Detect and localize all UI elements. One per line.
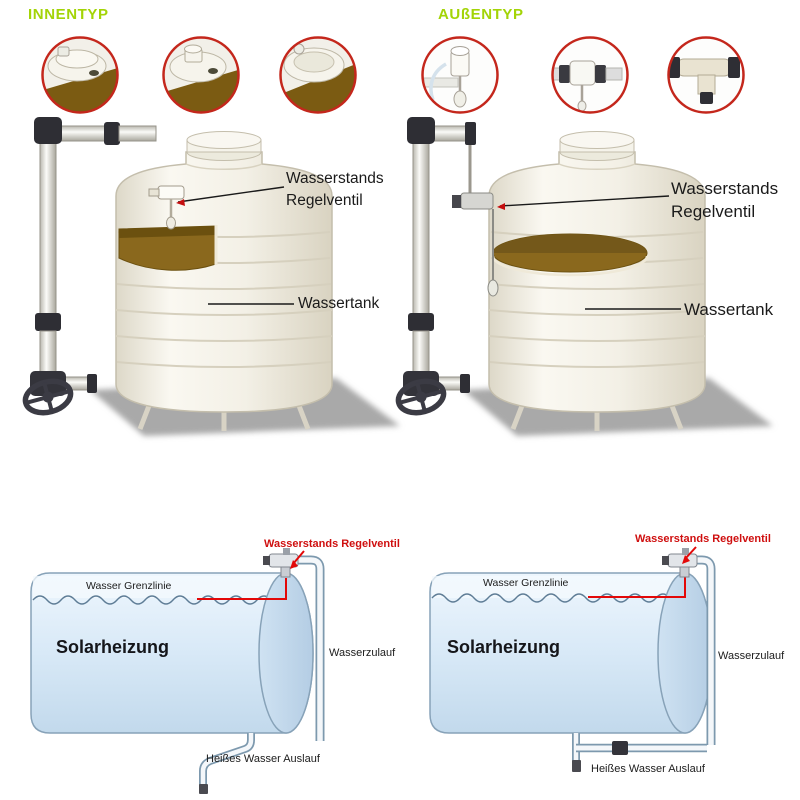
inset-ring-5	[551, 36, 629, 114]
inset-ring-3	[279, 36, 357, 114]
inset-ring-2	[162, 36, 240, 114]
inset-photo-4	[421, 36, 499, 114]
outer-valve-label-line1: Wasserstands	[671, 179, 779, 198]
inner-tank-label: Wassertank	[298, 295, 380, 312]
solar-left-limit-label: Wasser Grenzlinie	[86, 580, 172, 592]
inset-photo-1	[41, 36, 119, 114]
solar-left-inlet-label: Wasserzulauf	[329, 647, 396, 659]
solar-right-valve-label: Wasserstands Regelventil	[635, 533, 771, 545]
solar-tank-right-illustration	[429, 546, 716, 772]
solar-right-level-valve	[662, 548, 698, 578]
solar-left-tank-label: Solarheizung	[56, 637, 170, 657]
inset-photo-2	[162, 36, 240, 114]
inner-valve-label: Wasserstands Regelventil	[286, 168, 384, 212]
solar-right-outlet-label: Heißes Wasser Auslauf	[591, 763, 705, 775]
inset-ring-6	[667, 36, 745, 114]
inner-float-valve	[148, 185, 185, 230]
inset-photo-5	[551, 36, 629, 114]
solar-right-limit-label: Wasser Grenzlinie	[483, 577, 569, 589]
solar-left-outlet-label: Heißes Wasser Auslauf	[206, 753, 320, 765]
inner-valve-label-line1: Wasserstands	[286, 170, 384, 187]
solar-right-tank-label: Solarheizung	[447, 637, 561, 657]
inset-photo-6	[667, 36, 745, 114]
inner-valve-label-line2: Regelventil	[286, 192, 363, 209]
inset-ring-4	[421, 36, 499, 114]
solar-tank-left-illustration	[30, 548, 325, 794]
solar-right-inlet-label: Wasserzulauf	[718, 650, 785, 662]
aussentyp-title: AUßENTYP	[438, 6, 524, 23]
innentyp-title: INNENTYP	[28, 6, 109, 23]
outer-valve-label: Wasserstands Regelventil	[671, 177, 778, 223]
solar-left-valve-label: Wasserstands Regelventil	[264, 538, 400, 550]
label-pointer-lines	[176, 186, 681, 310]
outer-tank-label: Wassertank	[684, 300, 774, 319]
inner-tank-details	[51, 122, 218, 271]
outer-pipe-and-valve-wheel	[395, 117, 470, 417]
inset-photo-3	[279, 36, 357, 114]
inner-pipe-and-valve-wheel	[22, 117, 97, 417]
outer-level-valve	[452, 192, 499, 297]
solar-left-level-valve	[263, 548, 299, 578]
outer-valve-label-line2: Regelventil	[671, 202, 756, 221]
inset-ring-1	[41, 36, 119, 114]
